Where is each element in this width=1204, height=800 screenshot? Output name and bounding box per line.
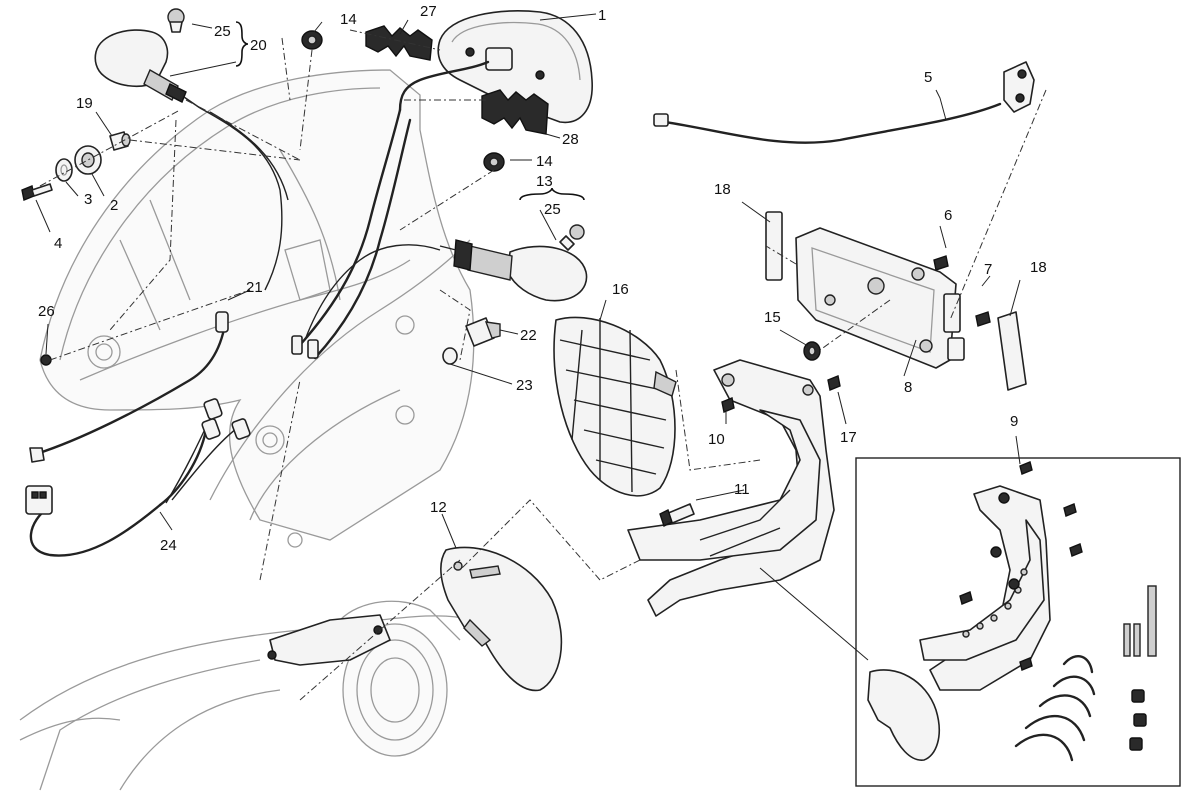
nut-14-upper [301, 30, 323, 50]
brace-13 [519, 187, 585, 201]
assembly-lines [39, 29, 1047, 701]
callout-19: 19 [76, 95, 93, 112]
callout-8: 8 [904, 379, 912, 396]
callout-28: 28 [562, 131, 579, 148]
callout-18-left: 18 [714, 181, 731, 198]
callout-24: 24 [160, 537, 177, 554]
screw-7 [975, 311, 991, 327]
screw-26 [40, 354, 52, 366]
callout-7: 7 [984, 261, 992, 278]
callout-21: 21 [246, 279, 263, 296]
nut-14-lower [483, 152, 505, 172]
callout-27: 27 [420, 3, 437, 20]
nut-15 [803, 341, 821, 361]
callout-15: 15 [764, 309, 781, 326]
sensor-22 [465, 317, 501, 347]
callout-14-upper: 14 [340, 11, 357, 28]
tail-light [398, 10, 593, 124]
grommet-2 [74, 145, 102, 175]
cable-5 [653, 61, 1035, 144]
inset-kit-9 [855, 457, 1181, 787]
turn-indicator-left [94, 29, 201, 109]
screw-17 [827, 375, 841, 391]
foam-pad-upper [365, 25, 433, 61]
callout-13: 13 [536, 173, 553, 190]
oring-23 [442, 347, 458, 365]
brace-20 [235, 21, 249, 67]
bulb-lower-icon [559, 224, 585, 251]
plate-holder-arm [627, 359, 835, 617]
callout-4: 4 [54, 235, 62, 252]
screw-10 [721, 397, 735, 413]
callout-labels: 1 2 3 4 5 6 7 8 9 10 11 12 13 14 14 15 1… [38, 3, 1047, 554]
rear-body-outline [19, 600, 471, 791]
callout-14-lower: 14 [536, 153, 553, 170]
turn-indicator-right [439, 239, 588, 302]
plate-light-16 [553, 316, 677, 497]
callout-9: 9 [1010, 413, 1018, 430]
callout-2: 2 [110, 197, 118, 214]
spacer-19 [109, 131, 131, 151]
callout-10: 10 [708, 431, 725, 448]
wiring-harness [199, 107, 441, 360]
callout-22: 22 [520, 327, 537, 344]
bulb-upper-icon [167, 8, 185, 33]
callout-12: 12 [430, 499, 447, 516]
foam-pad-lower [481, 89, 549, 135]
callout-23: 23 [516, 377, 533, 394]
washer-3 [55, 158, 73, 182]
screw-11 [659, 503, 695, 527]
wire-harness-24 [25, 398, 251, 557]
callout-25-lower: 25 [544, 201, 561, 218]
callout-1: 1 [598, 7, 606, 24]
reflector-18-left [765, 211, 783, 281]
callout-20: 20 [250, 37, 267, 54]
callout-17: 17 [840, 429, 857, 446]
bolt-4 [21, 183, 53, 201]
callout-11: 11 [734, 481, 750, 498]
leader-lines [35, 13, 1021, 661]
callout-18-right: 18 [1030, 259, 1047, 276]
plate-bracket-8 [795, 227, 965, 369]
callout-3: 3 [84, 191, 92, 208]
callout-16: 16 [612, 281, 629, 298]
callout-26: 26 [38, 303, 55, 320]
screw-6 [933, 255, 949, 271]
wire-harness-21 [29, 311, 229, 463]
callout-5: 5 [924, 69, 932, 86]
callout-25-upper: 25 [214, 23, 231, 40]
subframe-outline [39, 69, 475, 548]
callout-6: 6 [944, 207, 952, 224]
cover-12 [440, 546, 563, 692]
reflector-18-right [997, 311, 1027, 391]
